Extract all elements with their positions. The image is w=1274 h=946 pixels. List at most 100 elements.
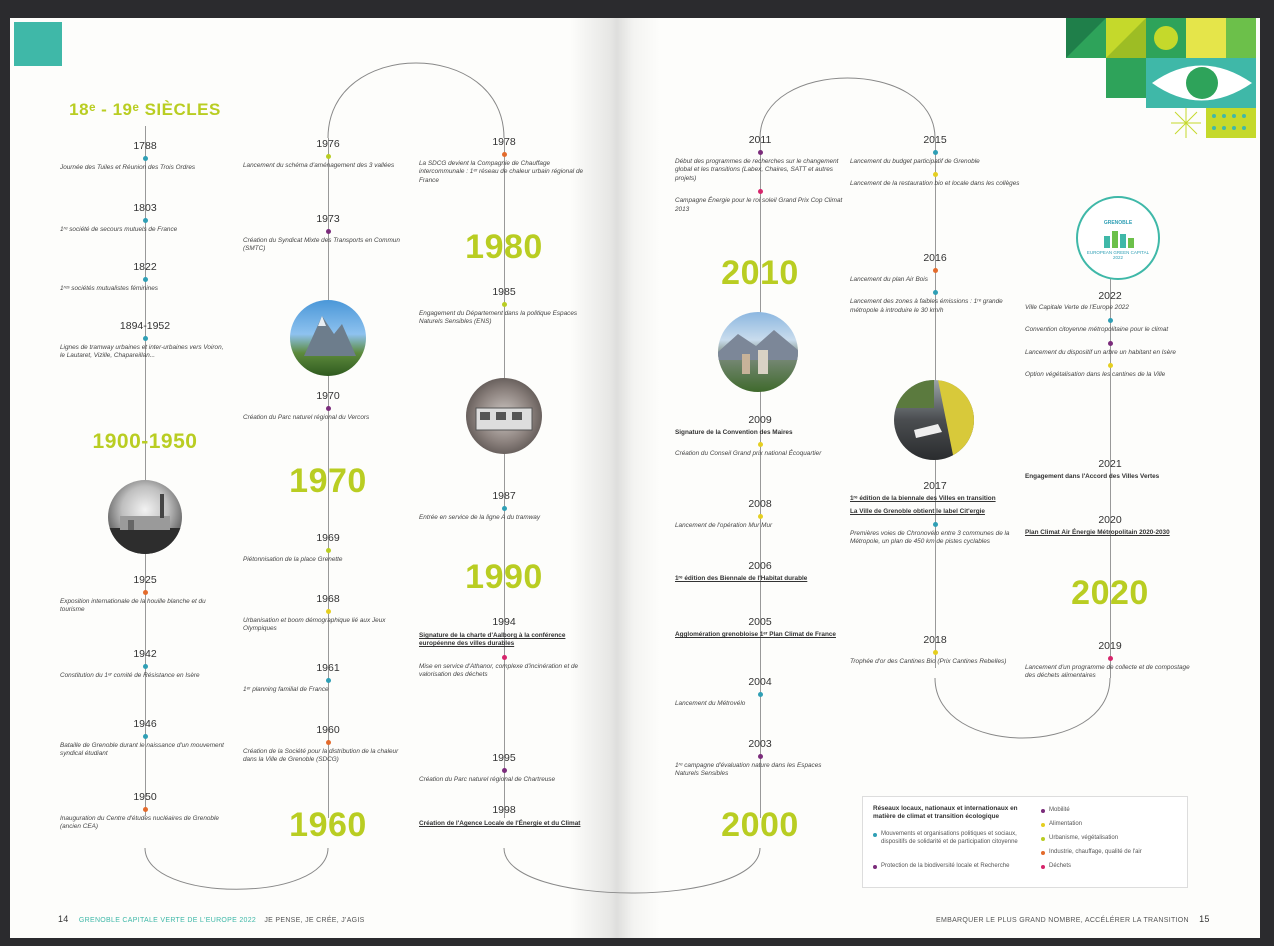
event-text: Signature de la charte d'Aalborg à la co… <box>419 632 566 648</box>
event-year: 1960 <box>316 724 340 736</box>
event-2004: 2004 Lancement du Métrovélo <box>660 676 860 708</box>
event-year: 2016 <box>923 252 947 264</box>
event-dot <box>757 150 763 155</box>
legend-text: Déchets <box>1049 863 1072 869</box>
event-dot <box>325 406 331 411</box>
event-dot <box>932 150 938 155</box>
event-2003: 2003 1ʳᵉ campagne d'évaluation nature da… <box>660 738 860 779</box>
event-text: Plan Climat Air Énergie Métropolitain 20… <box>1025 529 1170 536</box>
event-text: 1ʳᵉˢ sociétés mutualistes féminines <box>60 285 158 292</box>
legend-dot <box>1041 865 1045 869</box>
legend-item: Mouvements et organisations politiques e… <box>873 831 1023 846</box>
event-dot <box>325 154 331 159</box>
legend-text: Urbanisme, végétalisation <box>1049 835 1119 841</box>
event-text: La Ville de Grenoble obtient le label Ci… <box>850 508 985 516</box>
event-text: Engagement du Département dans la politi… <box>419 310 578 326</box>
event-1998: 1998 Création de l'Agence Locale de l'Én… <box>404 804 604 828</box>
event-text: Option végétalisation dans les cantines … <box>1025 371 1166 379</box>
event-1788: 1788 Journée des Tuiles et Réunion des T… <box>45 140 245 172</box>
city-drawing <box>718 330 798 374</box>
event-dot <box>142 807 148 812</box>
event-year: 2015 <box>923 134 947 146</box>
event-2015: 2015 Lancement du budget participatif de… <box>835 134 1035 189</box>
event-2016: 2016 Lancement du plan Air Bois Lancemen… <box>835 252 1035 315</box>
event-1994: 1994 Signature de la charte d'Aalborg à … <box>404 616 604 680</box>
event-dot <box>501 768 507 773</box>
cycle-lane-drawing <box>894 380 974 460</box>
cycle-lane-photo <box>894 380 974 460</box>
event-text: Constitution du 1ᵉʳ comité de Résistance… <box>60 672 200 679</box>
event-1961: 1961 1ᵉʳ planning familial de France <box>228 662 428 694</box>
timeline-line-col6 <box>1110 278 1111 678</box>
event-text: Début des programmes de recherches sur l… <box>675 158 839 182</box>
footer-right: EMBARQUER LE PLUS GRAND NOMBRE, ACCÉLÉRE… <box>936 914 1210 924</box>
event-1942: 1942 Constitution du 1ᵉʳ comité de Résis… <box>45 648 245 680</box>
footer-right-title: EMBARQUER LE PLUS GRAND NOMBRE, ACCÉLÉRE… <box>936 917 1189 924</box>
event-text: 1ʳᵉ société de secours mutuels de France <box>60 226 178 233</box>
event-dot <box>142 734 148 739</box>
event-text: Lancement d'un programme de collecte et … <box>1025 664 1190 680</box>
event-text: Signature de la Convention des Maires <box>675 429 793 436</box>
event-text: Premières voies de Chronovélo entre 3 co… <box>850 529 1010 546</box>
event-text: Lignes de tramway urbaines et inter-urba… <box>60 344 224 360</box>
event-year: 1788 <box>133 140 157 152</box>
event-text: Convention citoyenne métropolitaine pour… <box>1025 326 1169 334</box>
event-year: 1987 <box>492 490 516 502</box>
event-1822: 1822 1ʳᵉˢ sociétés mutualistes féminines <box>45 261 245 293</box>
footer-left-subtitle: JE PENSE, JE CRÉE, J'AGIS <box>264 917 365 924</box>
event-text: Création du Syndicat Mixte des Transport… <box>243 237 400 253</box>
event-1970: 1970 Création du Parc naturel régional d… <box>228 390 428 422</box>
legend-item: Déchets <box>1041 863 1181 871</box>
event-text: Exposition internationale de la houille … <box>60 598 206 614</box>
event-dot <box>501 506 507 511</box>
event-text: Lancement de la restauration bio et loca… <box>850 180 1020 188</box>
event-dot <box>142 218 148 223</box>
event-text: Journée des Tuiles et Réunion des Trois … <box>60 164 196 171</box>
event-text: Création du Conseil Grand prix national … <box>675 450 822 458</box>
event-year: 1973 <box>316 213 340 225</box>
event-2009: 2009 Signature de la Convention des Mair… <box>660 414 860 459</box>
event-year: 1998 <box>492 804 516 816</box>
event-year: 2022 <box>1098 290 1122 302</box>
event-1960: 1960 Création de la Société pour la dist… <box>228 724 428 765</box>
event-year: 2018 <box>923 634 947 646</box>
legend-dot <box>1041 851 1045 855</box>
legend-item: Mobilité <box>1041 807 1181 815</box>
event-dot <box>325 678 331 683</box>
event-text: Bataille de Grenoble durant le naissance… <box>60 742 224 758</box>
event-year: 1950 <box>133 791 157 803</box>
event-text: Lancement du dispositif un arbre un habi… <box>1025 348 1176 356</box>
badge-title: EUROPEAN GREEN CAPITAL 2022 <box>1086 250 1150 260</box>
event-year: 2005 <box>748 616 772 628</box>
badge-city: GRENOBLE <box>1103 220 1133 226</box>
event-dot <box>142 336 148 341</box>
event-year: 1970 <box>316 390 340 402</box>
event-year: 2011 <box>748 134 772 146</box>
decade-label-1960: 1960 <box>289 806 367 844</box>
legend-dot <box>1041 837 1045 841</box>
legend-item: Industrie, chauffage, qualité de l'air <box>1041 849 1181 857</box>
corner-decoration <box>14 22 62 66</box>
event-1976: 1976 Lancement du schéma d'aménagement d… <box>228 138 428 170</box>
event-dot <box>757 442 763 448</box>
legend-text: Mouvements et organisations politiques e… <box>881 831 1018 845</box>
event-dot <box>1107 656 1113 661</box>
event-year: 1985 <box>492 286 516 298</box>
event-dot <box>757 692 763 697</box>
event-year: 2009 <box>748 414 772 426</box>
event-year: 2017 <box>923 480 947 492</box>
event-year: 2006 <box>748 560 772 572</box>
event-text: Création de la Société pour la distribut… <box>243 748 399 764</box>
event-year: 1894-1952 <box>119 320 171 332</box>
legend-text: Protection de la biodiversité locale et … <box>881 863 1010 869</box>
legend-text: Industrie, chauffage, qualité de l'air <box>1049 849 1142 855</box>
event-year: 1961 <box>316 662 340 674</box>
legend-item: Protection de la biodiversité locale et … <box>873 863 1023 871</box>
event-text: 1ᵉʳ planning familial de France <box>243 686 329 693</box>
event-dot <box>757 189 763 195</box>
legend-item: Alimentation <box>1041 821 1181 829</box>
event-year: 1822 <box>133 261 157 273</box>
event-dot <box>757 514 763 519</box>
event-text: Lancement des zones à faibles émissions … <box>850 298 1003 314</box>
event-dot <box>142 277 148 282</box>
